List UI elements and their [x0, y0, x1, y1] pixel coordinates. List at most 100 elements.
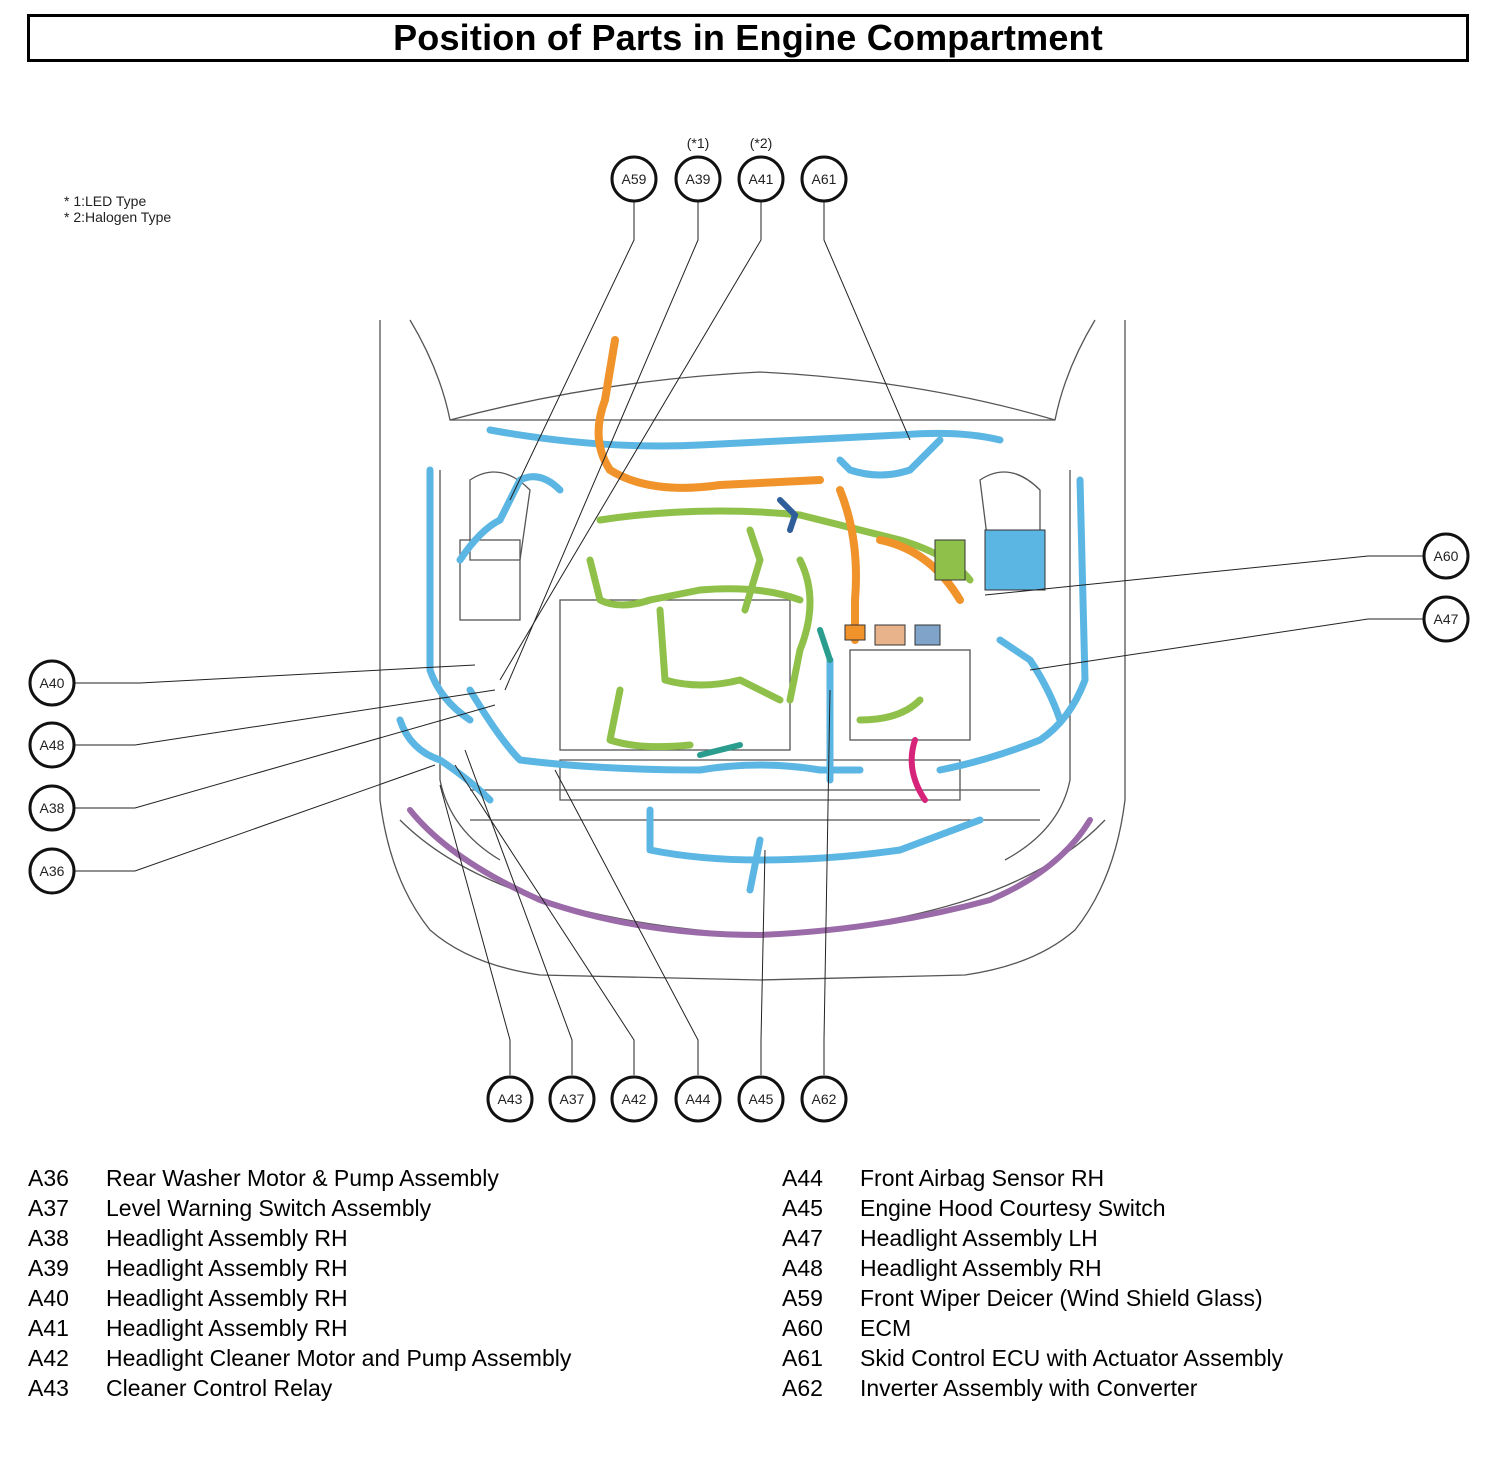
- ecm-block: [934, 539, 966, 581]
- legend-code: A43: [28, 1375, 69, 1401]
- callout-circle: [28, 784, 76, 832]
- legend-part-name: ECM: [860, 1315, 912, 1341]
- legend-code: A40: [28, 1285, 69, 1311]
- battery-box: [459, 539, 521, 621]
- leader-A38: [75, 704, 496, 809]
- legend-code: A59: [782, 1285, 823, 1311]
- legend-row: A44 Front Airbag Sensor RH: [782, 1163, 1283, 1193]
- callout-label: A60: [1434, 548, 1459, 564]
- callout-label: A43: [498, 1091, 523, 1107]
- legend-part-name: Cleaner Control Relay: [106, 1375, 333, 1401]
- callout-a41: A41 (*2): [737, 135, 785, 203]
- abs-actuator-block: [984, 529, 1046, 591]
- leader-A42: [454, 764, 635, 1075]
- harness-purple: [407, 807, 1093, 939]
- callout-circle: [610, 155, 658, 203]
- legend-part-name: Front Airbag Sensor RH: [860, 1165, 1105, 1191]
- leader-A47: [1029, 618, 1423, 671]
- harness-orange: [594, 336, 964, 644]
- legend-row: A43 Cleaner Control Relay: [28, 1373, 571, 1403]
- callout-note: (*2): [750, 135, 773, 151]
- callout-label: A41: [749, 171, 774, 187]
- legend-part-name: Inverter Assembly with Converter: [860, 1375, 1198, 1401]
- leader-A61: [823, 202, 911, 441]
- callout-circle: [737, 1075, 785, 1123]
- legend-code: A44: [782, 1165, 823, 1191]
- footnotes: * 1:LED Type * 2:Halogen Type: [64, 193, 171, 225]
- legend-part-name: Level Warning Switch Assembly: [106, 1195, 432, 1221]
- leader-A43: [439, 784, 511, 1075]
- cowl-outline: [409, 319, 1096, 421]
- leader-A37: [464, 749, 573, 1075]
- leader-A62: [823, 689, 831, 1075]
- legend-code: A60: [782, 1315, 823, 1341]
- callout-label: A61: [812, 171, 837, 187]
- callout-label: A36: [40, 863, 65, 879]
- callout-circle: [800, 155, 848, 203]
- callout-label: A62: [812, 1091, 837, 1107]
- leader-A41: [499, 202, 762, 681]
- callout-label: A38: [40, 800, 65, 816]
- legend-part-name: Headlight Assembly RH: [106, 1255, 348, 1281]
- callout-a45: A45: [737, 1075, 785, 1123]
- callout-circle: [737, 155, 785, 203]
- callout-circle: [28, 721, 76, 769]
- footnote-halogen: * 2:Halogen Type: [64, 209, 172, 225]
- legend-row: A60 ECM: [782, 1313, 1283, 1343]
- legend-code: A38: [28, 1225, 69, 1251]
- leader-A60: [984, 555, 1423, 596]
- leader-A40: [75, 664, 476, 684]
- component-blocks: [844, 529, 1046, 646]
- callout-label: A37: [560, 1091, 585, 1107]
- callout-circle: [674, 155, 722, 203]
- legend-row: A61 Skid Control ECU with Actuator Assemb…: [782, 1343, 1283, 1373]
- hood-line: [449, 371, 1056, 421]
- engine-block: [559, 599, 791, 751]
- callout-circle: [1422, 532, 1470, 580]
- legend-part-name: Skid Control ECU with Actuator Assembly: [860, 1345, 1284, 1371]
- callout-a39: A39(*1): [674, 135, 722, 203]
- radiator-support: [470, 789, 1040, 821]
- callout-a48: A48: [28, 721, 76, 769]
- legend-code: A61: [782, 1345, 823, 1371]
- callout-a43: A43: [486, 1075, 534, 1123]
- leader-A48: [75, 689, 496, 746]
- legend-part-name: Headlight Assembly LH: [860, 1225, 1098, 1251]
- callout-a42: A42: [610, 1075, 658, 1123]
- leader-A39: [504, 202, 699, 691]
- vehicle-outline: [379, 319, 1126, 981]
- legend-code: A36: [28, 1165, 69, 1191]
- callout-a37: A37: [548, 1075, 596, 1123]
- legend-code: A62: [782, 1375, 823, 1401]
- legend-row: A62 Inverter Assembly with Converter: [782, 1373, 1283, 1403]
- callout-a62: A62: [800, 1075, 848, 1123]
- callout-a44: A44: [674, 1075, 722, 1123]
- legend-row: A47 Headlight Assembly LH: [782, 1223, 1283, 1253]
- callout-a36: A36: [28, 847, 76, 895]
- legend-code: A47: [782, 1225, 823, 1251]
- legend-code: A37: [28, 1195, 69, 1221]
- legend-row: A38 Headlight Assembly RH: [28, 1223, 571, 1253]
- fender-line-left: [439, 470, 501, 861]
- legend-code: A41: [28, 1315, 69, 1341]
- callout-label: A40: [40, 675, 65, 691]
- page-title: Position of Parts in Engine Compartment: [393, 17, 1103, 58]
- legend-row: A37 Level Warning Switch Assembly: [28, 1193, 571, 1223]
- legend-part-name: Headlight Assembly RH: [106, 1225, 348, 1251]
- connector-block-navy: [914, 624, 941, 646]
- strut-tower-left: [469, 471, 531, 561]
- callout-label: A47: [1434, 611, 1459, 627]
- leader-A45: [760, 849, 766, 1075]
- legend-code: A48: [782, 1255, 823, 1281]
- connector-block-orange: [844, 624, 866, 641]
- callout-a47: A47: [1422, 595, 1470, 643]
- callout-a38: A38: [28, 784, 76, 832]
- fender-line-right: [1004, 470, 1071, 861]
- leader-A59: [509, 202, 635, 501]
